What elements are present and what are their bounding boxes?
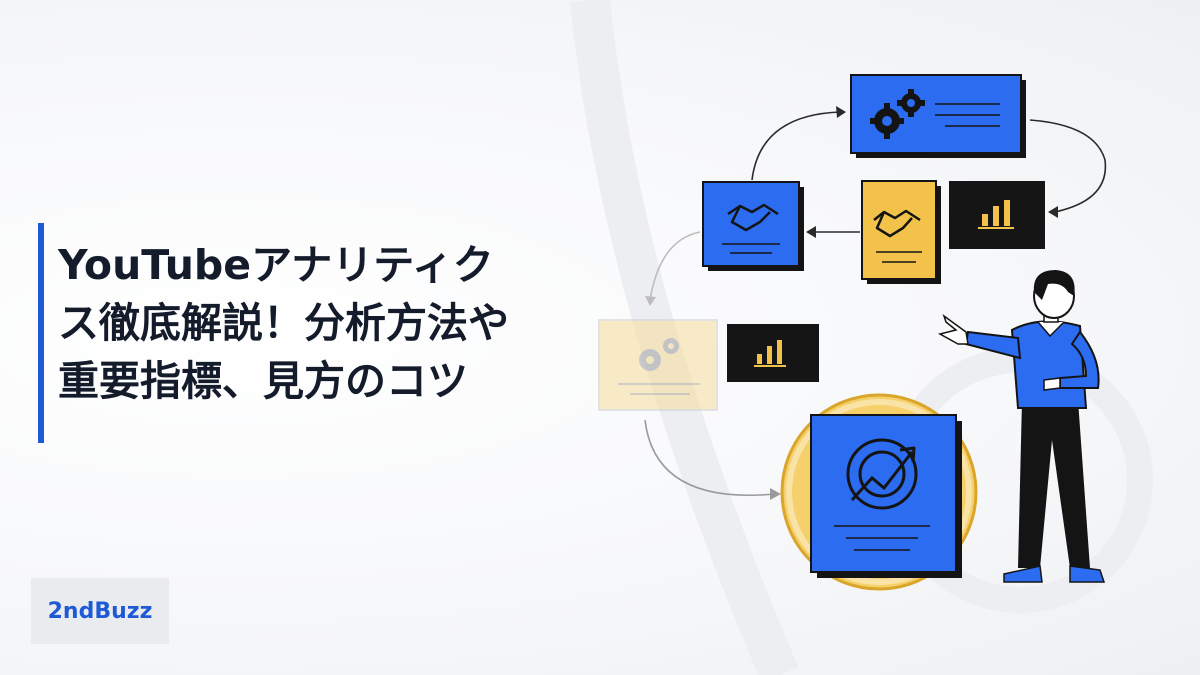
background-arc bbox=[570, 0, 799, 675]
flow-arrows bbox=[644, 111, 1107, 496]
gears-icon bbox=[639, 338, 679, 371]
title-accent-bar bbox=[38, 223, 44, 443]
process-card-handshake-blue bbox=[702, 181, 804, 271]
process-card-faded bbox=[598, 319, 718, 411]
title-line-3: 重要指標、見方のコツ bbox=[58, 357, 468, 405]
arrow-heads bbox=[645, 106, 1058, 500]
brand-logo-text: 2ndBuzz bbox=[47, 598, 153, 624]
brand-logo: 2ndBuzz bbox=[31, 578, 169, 644]
card-lines bbox=[935, 103, 1000, 127]
bar-chart-icon bbox=[978, 200, 1014, 229]
target-growth-icon bbox=[846, 438, 918, 510]
handshake-icon bbox=[873, 209, 921, 238]
bar-chart-icon bbox=[754, 340, 786, 367]
title-line-2: ス徹底解説！分析方法や bbox=[58, 299, 509, 347]
gears-icon bbox=[870, 89, 925, 139]
person-pointing bbox=[937, 270, 1106, 583]
chart-card-dark bbox=[949, 181, 1045, 249]
handshake-icon bbox=[727, 203, 779, 232]
process-card-handshake-gold bbox=[861, 180, 941, 284]
page-title: YouTubeアナリティク ス徹底解説！分析方法や 重要指標、見方のコツ bbox=[58, 236, 698, 410]
goal-card bbox=[780, 393, 978, 591]
title-line-1: YouTubeアナリティク bbox=[58, 241, 494, 289]
process-card-gears bbox=[850, 74, 1026, 158]
chart-card-dark-lower bbox=[727, 324, 819, 382]
